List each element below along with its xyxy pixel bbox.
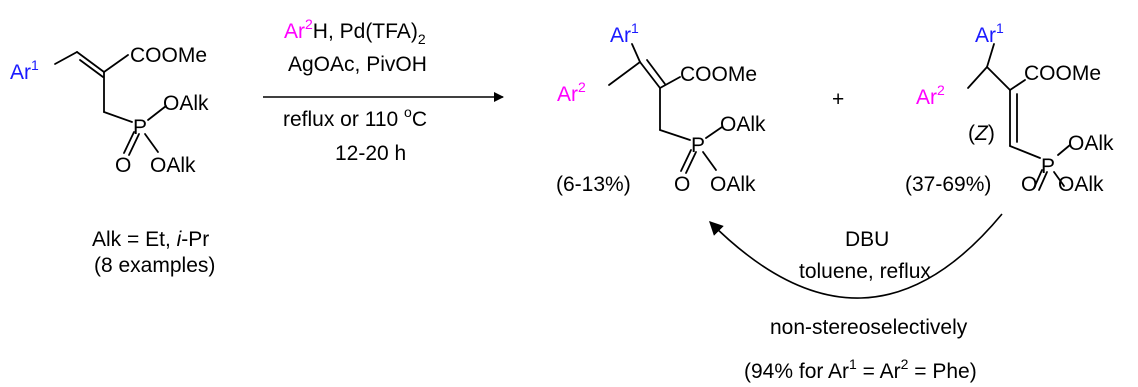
alk-definition: Alk = Et, i-Pr (92, 228, 209, 251)
pa-bonds (608, 43, 723, 174)
dbu-label: DBU (845, 228, 889, 251)
isomerization: DBU toluene, reflux non-stereoselectivel… (709, 213, 1003, 383)
reagent-line: Ar2H, Pd(TFA)2 (284, 16, 426, 47)
pa-oalk1: OAlk (720, 113, 766, 136)
examples-count: (8 examples) (94, 254, 215, 277)
pb-yield: (37-69%) (905, 173, 991, 196)
sm-ester: COOMe (130, 44, 207, 67)
pb-phosphorus: P (1041, 155, 1055, 178)
pb-oalk2: OAlk (1058, 173, 1104, 196)
pa-ar1: Ar1 (610, 20, 639, 47)
pa-phosphorus: P (691, 134, 705, 157)
product-a: Ar1 Ar2 COOMe P OAlk O OAlk (6-13%) (556, 20, 766, 196)
pb-ester: COOMe (1024, 62, 1101, 85)
curved-arrow (709, 213, 1003, 299)
sm-o-double: O (115, 154, 131, 177)
pa-yield: (6-13%) (556, 173, 631, 196)
product-b: Ar1 Ar2 COOMe (Z) P OAlk O OAlk (37-69%) (905, 20, 1114, 196)
sm-phosphorus: P (133, 116, 147, 139)
temperature-line: reflux or 110 oC (283, 104, 427, 131)
pb-oalk1: OAlk (1068, 132, 1114, 155)
stereo-note: non-stereoselectively (770, 316, 968, 339)
pb-o-double: O (1021, 173, 1037, 196)
sm-oalk2: OAlk (150, 154, 196, 177)
additives-line: AgOAc, PivOH (288, 53, 427, 76)
pa-oalk2: OAlk (710, 173, 756, 196)
pb-ar2: Ar2 (916, 82, 945, 109)
sm-bonds (54, 51, 167, 156)
pa-o-double: O (674, 173, 690, 196)
plus-sign: + (832, 88, 844, 111)
pb-ar1: Ar1 (975, 20, 1004, 47)
solvent-label: toluene, reflux (799, 260, 931, 283)
pa-ar2: Ar2 (557, 79, 586, 106)
sm-oalk1: OAlk (163, 92, 209, 115)
isomerization-yield: (94% for Ar1 = Ar2 = Phe) (744, 356, 977, 383)
reaction-conditions: Ar2H, Pd(TFA)2 AgOAc, PivOH reflux or 11… (263, 16, 504, 165)
starting-material: Ar1 COOMe P OAlk O OAlk Alk = Et, i-Pr (… (10, 44, 215, 277)
pb-bonds (967, 43, 1071, 191)
pb-z-label: (Z) (968, 122, 995, 145)
pa-ester: COOMe (680, 63, 757, 86)
sm-ar1: Ar1 (10, 57, 39, 84)
time-line: 12-20 h (335, 142, 406, 165)
